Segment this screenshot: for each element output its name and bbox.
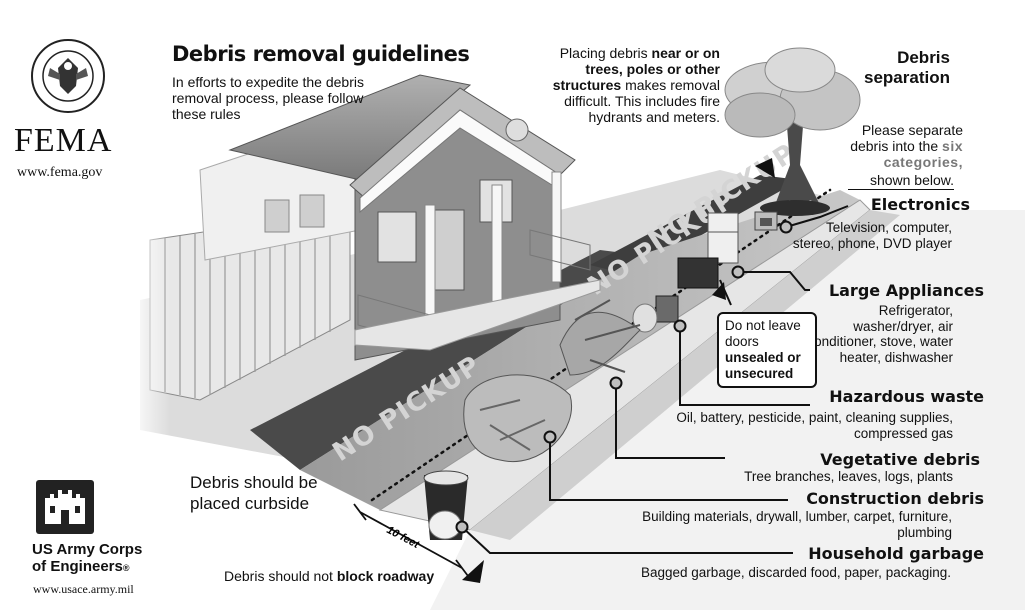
usace-url[interactable]: www.usace.army.mil — [33, 582, 134, 596]
tree — [724, 47, 861, 216]
driveway-strip — [590, 175, 800, 275]
separation-title: Debris separation — [864, 48, 950, 87]
dot-appliances — [731, 265, 745, 279]
category-desc-construction: Building materials, drywall, lumber, car… — [642, 509, 952, 540]
vegetative-pile — [559, 299, 641, 376]
category-title-construction: Construction debris — [806, 489, 984, 508]
tree-pointer-arrow — [755, 158, 775, 178]
separation-text-end: shown below. — [848, 172, 954, 190]
dot-electronics — [779, 220, 793, 234]
dot-construction — [543, 430, 557, 444]
category-desc-appliances: Refrigerator, washer/dryer, air conditio… — [807, 303, 953, 365]
dot-hazardous — [673, 319, 687, 333]
tree-note: Placing debris near or on trees, poles o… — [552, 45, 720, 125]
category-title-household: Household garbage — [808, 544, 984, 563]
fema-name: FEMA — [14, 122, 113, 159]
category-desc-hazardous: Oil, battery, pesticide, paint, cleaning… — [676, 410, 953, 441]
house — [228, 74, 601, 361]
property-line — [370, 188, 832, 502]
curbside-note: Debris should be placed curbside — [190, 473, 318, 513]
category-desc-household: Bagged garbage, discarded food, paper, p… — [641, 565, 951, 580]
fema-url[interactable]: www.fema.gov — [17, 165, 103, 180]
leader-doors — [719, 279, 732, 306]
leader-hazardous — [679, 326, 810, 406]
street — [430, 210, 1025, 610]
roadway-pointer-arrow — [462, 560, 484, 583]
category-desc-electronics: Television, computer, stereo, phone, DVD… — [792, 220, 952, 251]
page-title: Debris removal guidelines — [172, 42, 470, 66]
street-shadow — [470, 210, 900, 540]
leader-vegetative — [615, 383, 725, 459]
leader-construction — [549, 437, 788, 501]
dot-household — [455, 520, 469, 534]
dot-vegetative — [609, 376, 623, 390]
intro-text: In efforts to expedite the debris remova… — [172, 74, 364, 122]
category-title-appliances: Large Appliances — [828, 281, 984, 300]
leader-household — [461, 526, 793, 554]
category-desc-vegetative: Tree branches, leaves, logs, plants — [744, 469, 953, 484]
distance-label: 10 feet — [385, 524, 423, 552]
category-title-vegetative: Vegetative debris — [820, 450, 980, 469]
electronics-pile — [754, 211, 778, 231]
roadway-note: Debris should not block roadway — [224, 568, 435, 584]
leader-electronics — [785, 205, 849, 228]
appliance-pile — [677, 212, 739, 289]
dhs-seal-icon — [31, 39, 105, 113]
distance-marker — [353, 503, 469, 577]
usace-castle-icon — [36, 480, 94, 534]
separation-text: Please separate debris into the six cate… — [850, 122, 963, 170]
leader-appliances — [738, 271, 810, 291]
doors-pointer-arrow — [712, 282, 726, 300]
category-title-hazardous: Hazardous waste — [829, 387, 984, 406]
category-title-electronics: Electronics — [870, 195, 970, 214]
usace-name: US Army Corps of Engineers® — [32, 541, 143, 575]
doors-warning-box: Do not leave doors unsealed or unsecured — [717, 312, 817, 388]
